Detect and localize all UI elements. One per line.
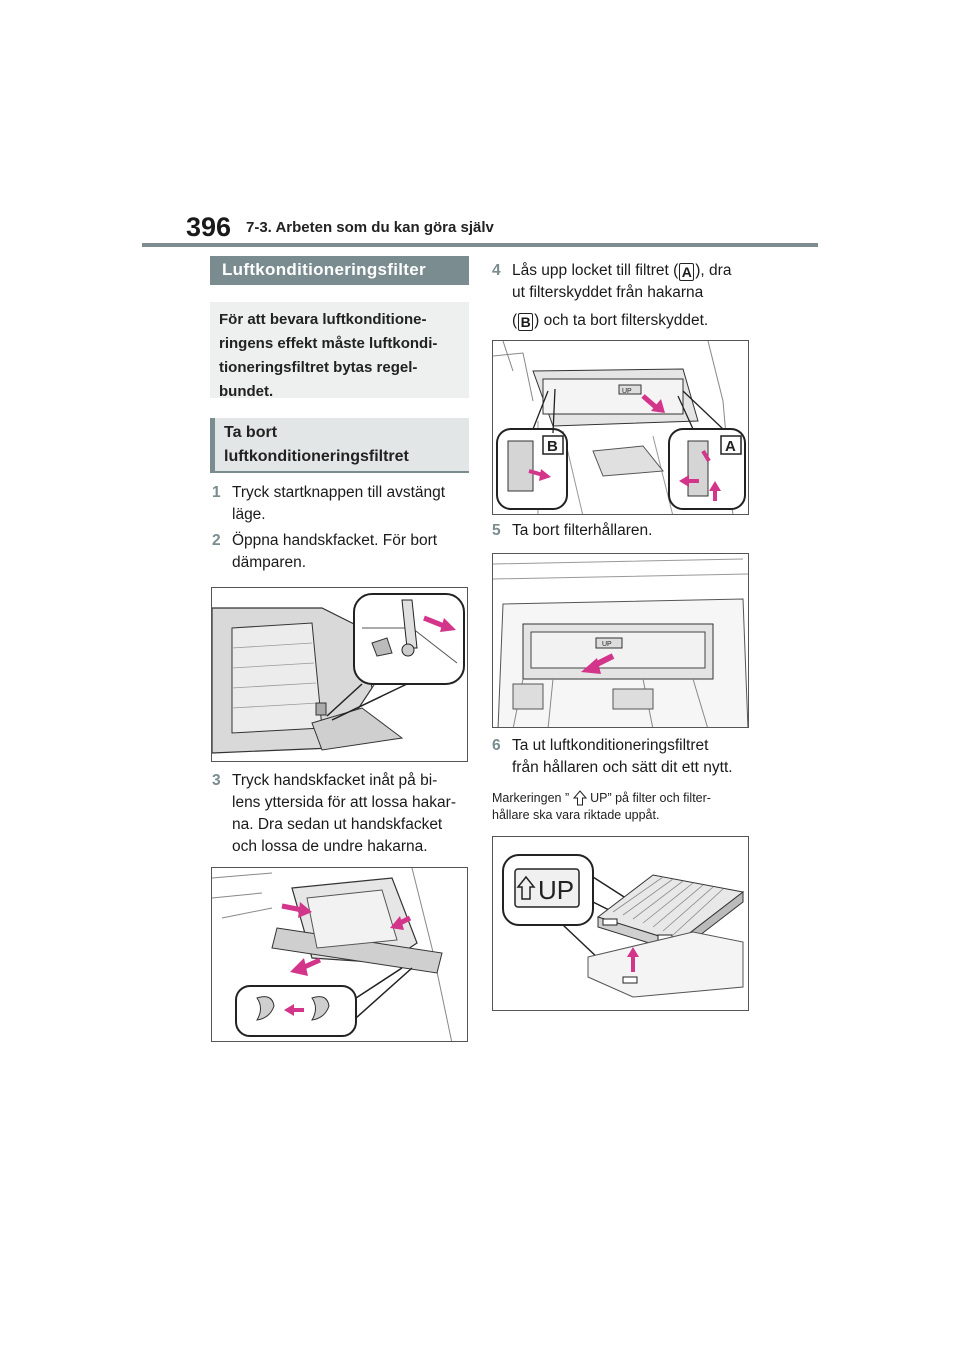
step-number: 1: [212, 484, 221, 501]
subsection-title-line: luftkonditioneringsfiltret: [224, 448, 409, 465]
note-text: Markeringen ”: [492, 791, 570, 805]
step-text: (: [512, 312, 518, 329]
step-number: 2: [212, 532, 221, 549]
step-text: ) och ta bort filterskyddet.: [534, 312, 709, 329]
intro-line: tioneringsfiltret bytas regel-: [219, 359, 418, 376]
step-number: 4: [492, 262, 501, 279]
step-1: 1 Tryck startknappen till avstängt läge.: [212, 482, 472, 528]
note-text: UP” på filter och filter-: [590, 791, 711, 805]
step-number: 6: [492, 737, 501, 754]
callout-b-key: B: [518, 313, 534, 331]
figure-damper: [211, 587, 468, 762]
note: Markeringen ” UP” på filter och filter- …: [492, 790, 762, 826]
header-rule: [142, 243, 818, 247]
section-title: Luftkonditioneringsfilter: [210, 256, 469, 285]
figure-up-marking: UP: [492, 836, 749, 1011]
step-text: Ta bort filterhållaren.: [512, 522, 653, 539]
step-number: 5: [492, 522, 501, 539]
step-5: 5 Ta bort filterhållaren.: [492, 520, 762, 544]
up-mark-label: UP: [622, 388, 632, 395]
filter-holder-illustration: UP: [493, 558, 748, 727]
step-text: dämparen.: [232, 554, 307, 571]
step-text: Tryck startknappen till avstängt: [232, 484, 446, 501]
figure-filter-cover: UP B A: [492, 340, 749, 515]
step-text: ut filterskyddet från hakarna: [512, 284, 704, 301]
step-text: från hållaren och sätt dit ett nytt.: [512, 759, 733, 776]
intro-line: För att bevara luftkonditione-: [219, 311, 427, 328]
callout-b: B: [547, 438, 558, 455]
step-6: 6 Ta ut luftkonditioneringsfiltret från …: [492, 735, 762, 781]
callout-a: A: [725, 438, 736, 455]
figure-filter-holder: UP: [492, 553, 749, 728]
callout-a-key: A: [679, 263, 695, 281]
up-arrow-icon: [572, 790, 587, 806]
step-text: och lossa de undre hakarna.: [232, 838, 428, 855]
step-text: Lås upp locket till filtret (: [512, 262, 679, 279]
step-text: na. Dra sedan ut handskfacket: [232, 816, 443, 833]
step-text: Tryck handskfacket inåt på bi-: [232, 772, 438, 789]
intro-box: För att bevara luftkonditione- ringens e…: [210, 302, 469, 400]
step-text: Öppna handskfacket. För bort: [232, 532, 438, 549]
step-number: 3: [212, 772, 221, 789]
step-4: 4 Lås upp locket till filtret (A), dra u…: [492, 260, 762, 331]
step-text: läge.: [232, 506, 266, 523]
intro-line: bundet.: [219, 383, 274, 400]
step-text: ), dra: [695, 262, 732, 279]
page-number: 396: [186, 212, 232, 242]
chapter-title: 7-3. Arbeten som du kan göra själv: [246, 219, 494, 236]
glovebox-illustration: [212, 868, 453, 1041]
up-mark-label: UP: [602, 641, 612, 648]
up-marking-illustration: UP: [502, 854, 745, 998]
step-3: 3 Tryck handskfacket inåt på bi- lens yt…: [212, 770, 472, 860]
step-text: lens yttersida för att lossa hakar-: [232, 794, 456, 811]
step-2: 2 Öppna handskfacket. För bort dämparen.: [212, 530, 472, 576]
step-text: Ta ut luftkonditioneringsfiltret: [512, 737, 709, 754]
up-mark-large: UP: [538, 875, 574, 905]
figure-glovebox: [211, 867, 468, 1042]
filter-cover-illustration: UP B A: [493, 341, 746, 514]
intro-line: ringens effekt måste luftkondi-: [219, 335, 438, 352]
subsection-title: Ta bort luftkonditioneringsfiltret: [210, 418, 469, 473]
subsection-title-line: Ta bort: [224, 424, 278, 441]
note-text: hållare ska vara riktade uppåt.: [492, 808, 660, 822]
damper-illustration: [212, 593, 465, 754]
